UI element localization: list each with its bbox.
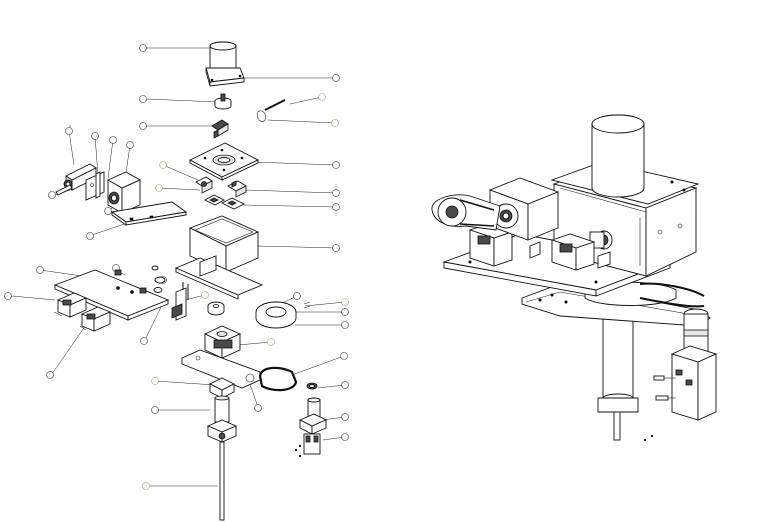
large-ring	[255, 301, 311, 329]
balloon-leaders	[11, 47, 346, 487]
gear-box	[107, 171, 141, 214]
assembled-side-gearbox	[431, 177, 560, 241]
sensor-blocks	[53, 292, 112, 332]
side-bracket	[85, 171, 105, 201]
open-box	[188, 215, 260, 273]
washer	[207, 301, 225, 316]
bearing-blocks	[195, 176, 247, 210]
assembled-top-motor	[591, 114, 645, 198]
pin	[257, 99, 286, 122]
mid-motor	[203, 325, 242, 359]
part-balloons	[4, 44, 349, 490]
drive-motor-assembly	[294, 397, 328, 458]
belt	[258, 366, 298, 392]
flat-plate	[110, 201, 188, 226]
assembled-column	[597, 317, 654, 442]
exploded-view	[4, 41, 349, 521]
assembled-sensors	[468, 223, 611, 271]
small-cylinders	[114, 265, 166, 294]
top-motor	[205, 41, 245, 87]
side-motor	[55, 163, 97, 196]
clamp-blocks	[211, 119, 229, 139]
box-bracket	[174, 255, 264, 300]
assembled-drive-motor	[653, 308, 718, 421]
vertical-shaft	[206, 377, 238, 521]
vertical-clamp	[171, 282, 189, 321]
top-plate	[189, 142, 260, 181]
small-pulley	[306, 382, 318, 390]
assembled-view	[431, 114, 718, 442]
pulley	[214, 93, 232, 110]
